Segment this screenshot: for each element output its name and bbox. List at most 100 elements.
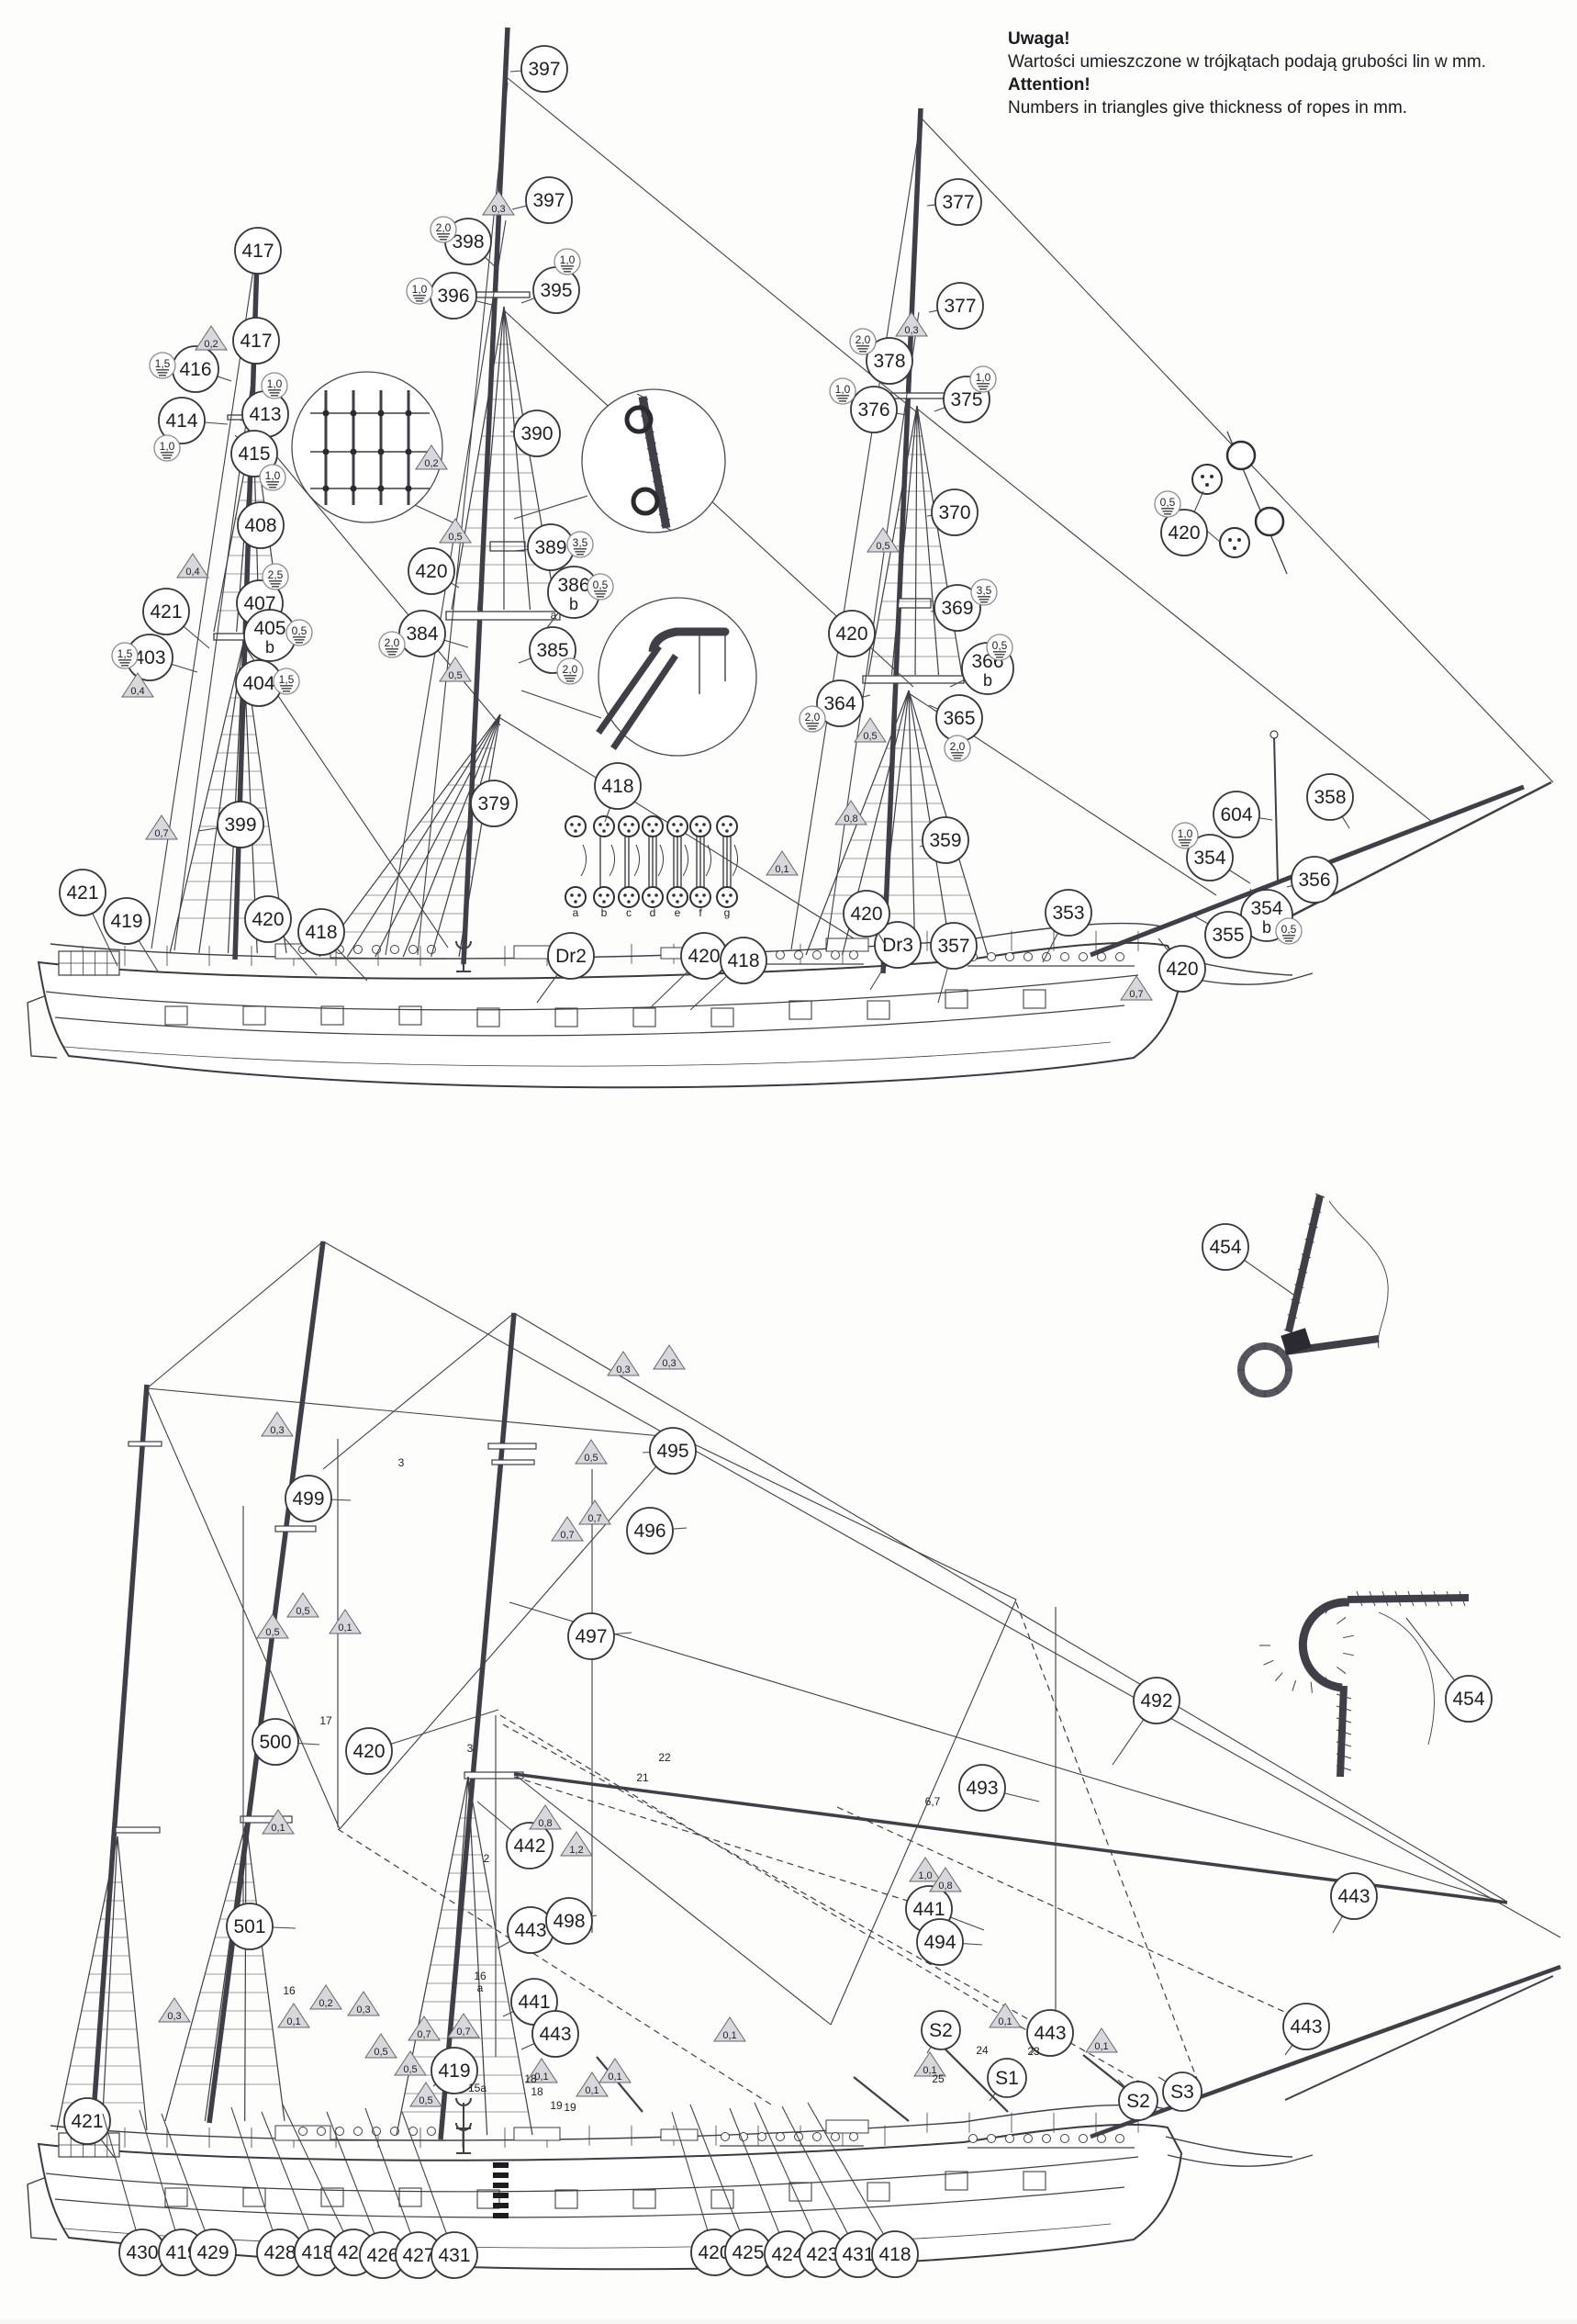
rope-thickness-badge: 1,0 bbox=[259, 464, 286, 491]
svg-text:0,8: 0,8 bbox=[538, 1818, 552, 1829]
svg-text:604: 604 bbox=[1220, 804, 1252, 825]
part-label-397: 397 bbox=[509, 45, 568, 93]
tiny-annotation: 3 bbox=[467, 1742, 474, 1755]
part-label-497: 497 bbox=[567, 1612, 632, 1660]
svg-text:1,0: 1,0 bbox=[918, 1870, 932, 1881]
part-label-377: 377 bbox=[928, 282, 984, 330]
svg-text:0,3: 0,3 bbox=[616, 1364, 630, 1375]
part-label-417: 417 bbox=[234, 227, 282, 275]
svg-text:443: 443 bbox=[539, 2024, 571, 2045]
part-label-419: 419 bbox=[103, 897, 159, 972]
tiny-annotation: b bbox=[601, 906, 608, 919]
rope-thickness-triangle: 0,3 bbox=[482, 190, 515, 216]
svg-text:0,5: 0,5 bbox=[292, 624, 308, 637]
svg-text:0,3: 0,3 bbox=[167, 2011, 181, 2022]
svg-text:416: 416 bbox=[179, 359, 211, 380]
svg-text:0,3: 0,3 bbox=[904, 325, 918, 336]
svg-text:1,0: 1,0 bbox=[265, 469, 281, 482]
svg-text:2,0: 2,0 bbox=[856, 333, 871, 346]
part-label-377: 377 bbox=[926, 178, 982, 226]
svg-text:2,0: 2,0 bbox=[563, 663, 578, 676]
svg-text:408: 408 bbox=[244, 515, 276, 536]
svg-text:0,2: 0,2 bbox=[424, 458, 438, 469]
tiny-annotation: 16 bbox=[474, 1970, 487, 1982]
svg-text:0,8: 0,8 bbox=[844, 814, 857, 825]
svg-text:0,1: 0,1 bbox=[722, 2030, 736, 2041]
svg-text:S1: S1 bbox=[995, 2068, 1019, 2089]
svg-text:454: 454 bbox=[1209, 1237, 1241, 1258]
rope-thickness-badge: 1,0 bbox=[261, 372, 288, 399]
part-label-604: 604 bbox=[1213, 791, 1273, 838]
rope-thickness-badge: 0,5 bbox=[285, 619, 313, 646]
svg-text:0,5: 0,5 bbox=[374, 2047, 387, 2058]
svg-text:421: 421 bbox=[66, 882, 98, 904]
rope-thickness-triangle: 0,2 bbox=[195, 325, 228, 351]
svg-text:415: 415 bbox=[238, 443, 270, 465]
svg-text:420: 420 bbox=[835, 623, 867, 645]
tiny-annotation: 6,7 bbox=[925, 1795, 941, 1808]
part-label-356: 356 bbox=[1286, 856, 1338, 904]
rope-thickness-badge: 2,0 bbox=[799, 705, 826, 733]
svg-text:S3: S3 bbox=[1170, 2082, 1194, 2103]
rope-thickness-badge: 1,0 bbox=[406, 277, 433, 305]
part-label-353: 353 bbox=[1042, 889, 1092, 963]
svg-text:423: 423 bbox=[806, 2244, 838, 2265]
tiny-annotation: 18 bbox=[531, 2085, 543, 2098]
svg-text:0,3: 0,3 bbox=[270, 1425, 284, 1436]
svg-text:1,0: 1,0 bbox=[976, 371, 991, 384]
svg-text:405: 405 bbox=[253, 618, 285, 639]
rope-thickness-triangle: 0,7 bbox=[1120, 975, 1153, 1001]
part-label-399: 399 bbox=[197, 801, 264, 848]
part-label-421: 421 bbox=[59, 869, 118, 967]
svg-text:0,1: 0,1 bbox=[534, 2071, 548, 2083]
rope-thickness-badge: 2,0 bbox=[849, 328, 877, 355]
part-label-403: 403 bbox=[126, 634, 198, 681]
tiny-annotation: 2 bbox=[484, 1852, 490, 1865]
svg-text:355: 355 bbox=[1212, 925, 1244, 946]
part-label-420: 420 bbox=[671, 2111, 738, 2276]
svg-text:1,5: 1,5 bbox=[279, 673, 295, 686]
tiny-annotation: c bbox=[626, 906, 632, 919]
rope-thickness-triangle: 0,1 bbox=[766, 850, 799, 876]
svg-text:443: 443 bbox=[514, 1920, 546, 1941]
tiny-annotation: a bbox=[573, 906, 579, 919]
note-text-pl: Wartości umieszczone w trójkątach podają… bbox=[1008, 52, 1486, 72]
part-label-365: 365 bbox=[928, 694, 983, 742]
rope-thickness-badge: 0,5 bbox=[1154, 490, 1181, 518]
svg-text:494: 494 bbox=[923, 1932, 956, 1953]
part-label-Dr2: Dr2 bbox=[536, 932, 595, 1004]
rope-thickness-triangle: 0,5 bbox=[439, 657, 472, 682]
svg-text:0,7: 0,7 bbox=[1129, 989, 1143, 1000]
svg-text:1,0: 1,0 bbox=[1178, 827, 1193, 840]
svg-text:357: 357 bbox=[937, 936, 969, 957]
part-label-384: 384 bbox=[398, 610, 469, 657]
svg-text:0,4: 0,4 bbox=[130, 686, 144, 697]
rope-thickness-triangle: 0,3 bbox=[347, 1991, 380, 2016]
part-label-S2: S2 bbox=[921, 2010, 961, 2054]
part-label-495: 495 bbox=[642, 1427, 697, 1475]
rope-thickness-badge: 2,0 bbox=[944, 735, 971, 762]
part-label-431: 431 bbox=[401, 2111, 478, 2279]
svg-text:S2: S2 bbox=[1126, 2091, 1150, 2112]
note-block: Uwaga! Wartości umieszczone w trójkątach… bbox=[1008, 28, 1559, 119]
svg-text:0,5: 0,5 bbox=[992, 639, 1008, 652]
svg-text:420: 420 bbox=[698, 2242, 730, 2263]
svg-text:385: 385 bbox=[536, 640, 568, 661]
rope-thickness-triangle: 0,5 bbox=[867, 527, 900, 553]
svg-text:403: 403 bbox=[133, 647, 165, 668]
svg-text:399: 399 bbox=[224, 814, 256, 836]
rope-thickness-badge: 2,5 bbox=[262, 563, 289, 590]
svg-text:0,1: 0,1 bbox=[585, 2085, 598, 2096]
part-label-496: 496 bbox=[626, 1507, 688, 1555]
svg-text:492: 492 bbox=[1140, 1690, 1172, 1712]
svg-text:418: 418 bbox=[305, 922, 337, 943]
part-label-419: 419 bbox=[431, 2047, 478, 2094]
svg-text:397: 397 bbox=[532, 190, 565, 211]
part-label-355: 355 bbox=[1189, 911, 1252, 959]
rope-thickness-triangle: 0,7 bbox=[578, 1499, 611, 1525]
svg-text:1,5: 1,5 bbox=[117, 647, 133, 660]
rope-thickness-triangle: 0,5 bbox=[256, 1613, 289, 1639]
note-text-en: Numbers in triangles give thickness of r… bbox=[1008, 98, 1408, 118]
